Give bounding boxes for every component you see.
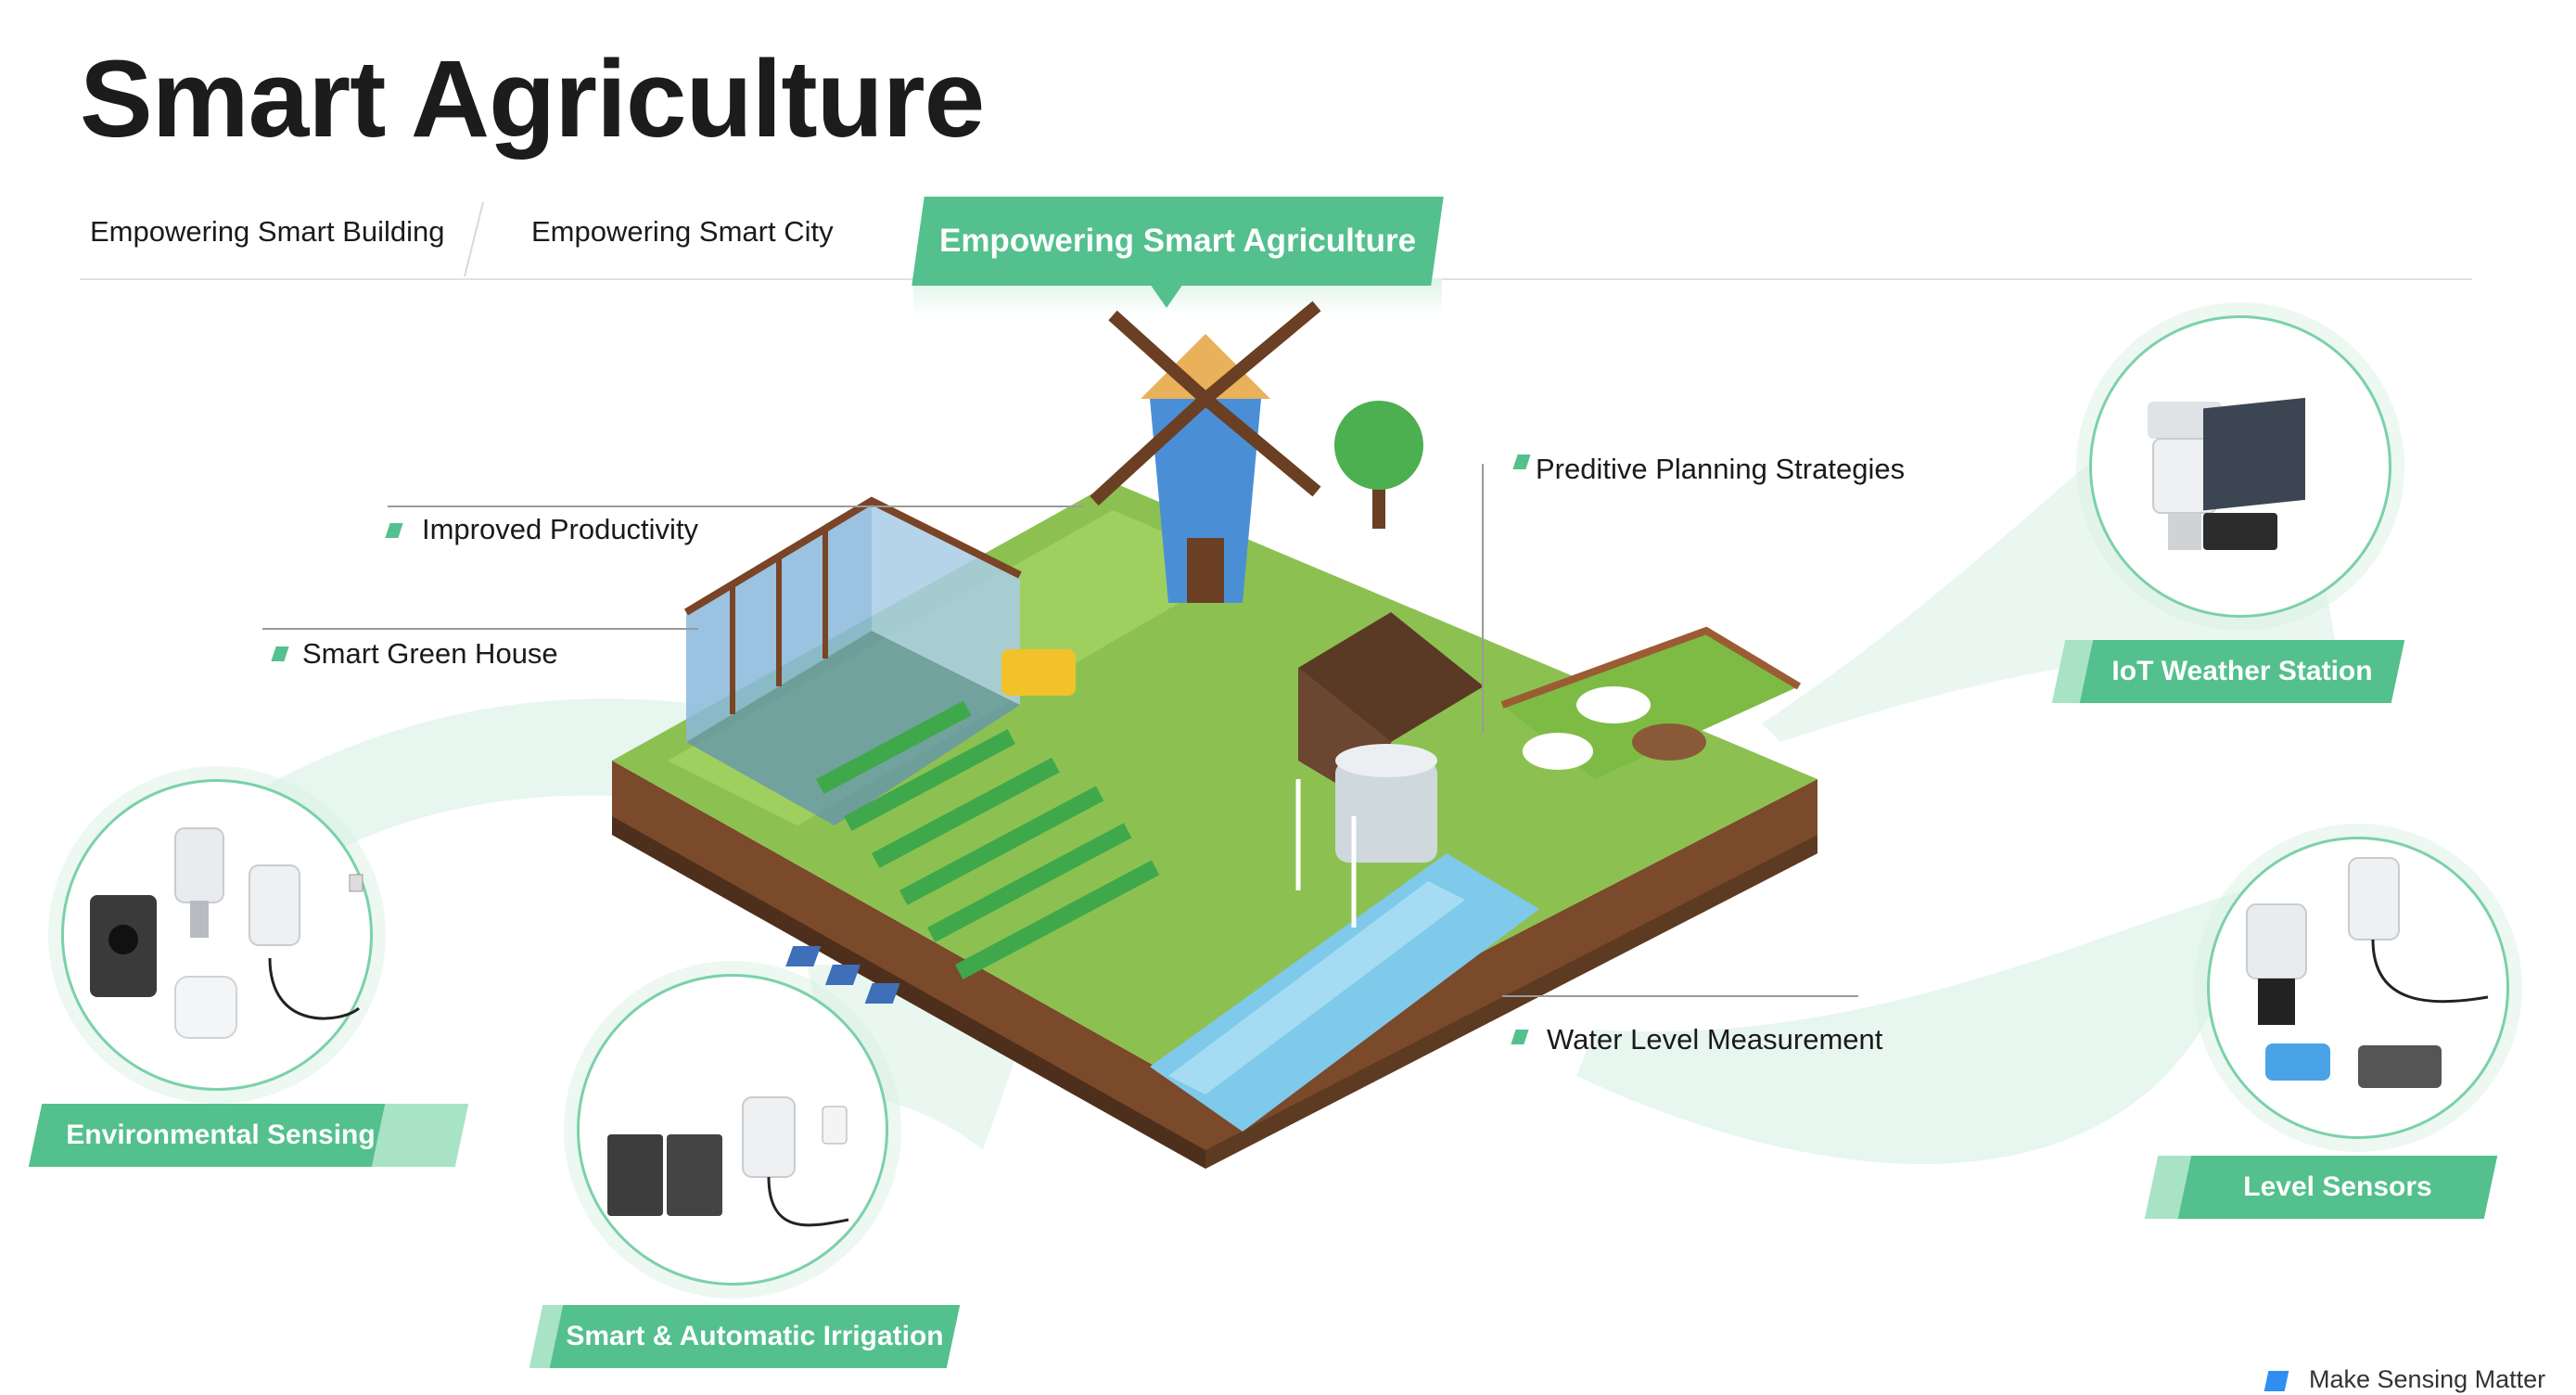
smart-irrigation-text[interactable]: Smart & Automatic Irrigation [566,1321,944,1351]
farm-illustration [612,301,1817,1169]
callout-improved-productivity: Improved Productivity [422,513,699,545]
swoosh-level [1576,890,2244,1164]
tree-illustration [1334,401,1423,529]
windmill-illustration [1090,301,1321,603]
callout-line-greenhouse [262,628,698,630]
active-tab-pointer [1150,284,1183,308]
tab-smart-city[interactable]: Empowering Smart City [531,215,834,248]
environmental-sensing-label[interactable]: Environmental Sensing [28,1104,471,1167]
callout-line-water [1502,995,1858,997]
tab-smart-agriculture-label[interactable]: Empowering Smart Agriculture [938,223,1417,259]
iot-weather-station-text[interactable]: IoT Weather Station [2111,656,2373,686]
level-sensors-image [2246,857,2489,1088]
level-sensors-circle [2207,837,2509,1139]
greenhouse-illustration [683,496,1022,825]
iot-weather-station-circle [2089,315,2391,618]
environmental-sensing-circle [61,779,373,1091]
smart-irrigation-circle [577,974,888,1286]
callout-line-productivity [388,506,1083,507]
weather-station-image [2148,397,2305,550]
environmental-sensing-text[interactable]: Environmental Sensing [66,1120,376,1150]
truck-illustration [1001,649,1076,696]
level-sensors-label[interactable]: Level Sensors [2144,1156,2504,1219]
footer-brand-square [2264,1371,2289,1391]
iot-weather-station-label[interactable]: IoT Weather Station [2051,640,2411,703]
wind-turbines-illustration [1295,779,1357,928]
smart-irrigation-label[interactable]: Smart & Automatic Irrigation [529,1305,972,1368]
callout-smart-green-house: Smart Green House [302,637,558,670]
crop-rows-illustration [815,700,1160,979]
level-sensors-text[interactable]: Level Sensors [2243,1171,2432,1202]
animal-pen-illustration [1500,626,1802,779]
callout-predictive-planning: Preditive Planning Strategies [1536,453,1906,485]
solar-panels-illustration [785,946,900,1004]
callout-water-level: Water Level Measurement [1547,1023,1883,1056]
callout-line-planning [1482,464,1484,733]
tab-smart-building[interactable]: Empowering Smart Building [90,215,445,248]
water-tank-illustration [1335,744,1437,863]
environmental-devices-image [90,827,363,1039]
page-title: Smart Agriculture [80,38,985,160]
footer-tagline: Make Sensing Matter [2309,1365,2546,1393]
irrigation-devices-image [607,1096,849,1227]
